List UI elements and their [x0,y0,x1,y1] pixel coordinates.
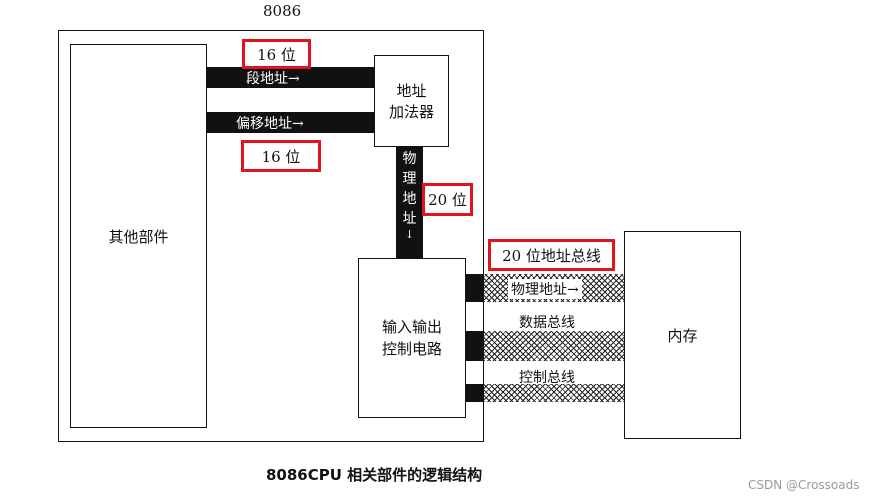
data-bus-connector [466,331,484,361]
other-components-label: 其他部件 [108,227,169,246]
data-bus-label: 数据总线 [519,315,575,331]
physical-bits-annotation: 20 位 [422,183,473,216]
address-bus-label: 物理地址→ [508,279,582,299]
data-bus [484,331,624,361]
adder-label-line2: 加法器 [388,103,434,121]
address-bus-arrow-icon: → [567,282,579,298]
physical-address-char-0: 物 [402,151,417,167]
memory-box: 内存 [624,231,741,439]
offset-address-label: 偏移地址→ [236,116,304,132]
other-components-box: 其他部件 [70,44,207,428]
physical-address-vertical-label: 物理地址 ↓ [396,149,423,241]
address-adder-box: 地址 加法器 [374,55,449,147]
control-bus [484,384,624,402]
io-label-line1: 输入输出 [381,318,442,336]
segment-arrow-icon: → [288,71,300,87]
offset-address-bus [207,112,374,133]
physical-address-char-3: 址 [402,211,417,227]
watermark: CSDN @Crossoads [748,478,860,492]
control-bus-label: 控制总线 [519,370,575,386]
io-control-box: 输入输出 控制电路 [358,258,466,418]
physical-address-char-2: 地 [402,191,417,207]
physical-address-vertical-bus [396,147,423,259]
offset-bits-annotation: 16 位 [241,140,321,172]
physical-address-char-1: 理 [402,171,417,187]
segment-address-label: 段地址→ [246,71,300,87]
down-arrow-icon: ↓ [404,228,415,241]
segment-address-bus [207,67,374,88]
figure-caption: 8086CPU 相关部件的逻辑结构 [266,466,483,484]
segment-bits-annotation: 16 位 [242,39,311,69]
offset-arrow-icon: → [292,116,304,132]
adder-label-line1: 地址 [396,82,427,100]
physical-address-vertical-text: 物理地址 [396,149,423,229]
control-bus-connector [466,384,484,402]
cpu-title: 8086 [263,2,302,20]
address-bus-annotation: 20 位地址总线 [488,239,615,271]
io-label-line2: 控制电路 [381,340,442,358]
memory-label: 内存 [667,326,698,345]
address-bus-connector [466,274,484,302]
